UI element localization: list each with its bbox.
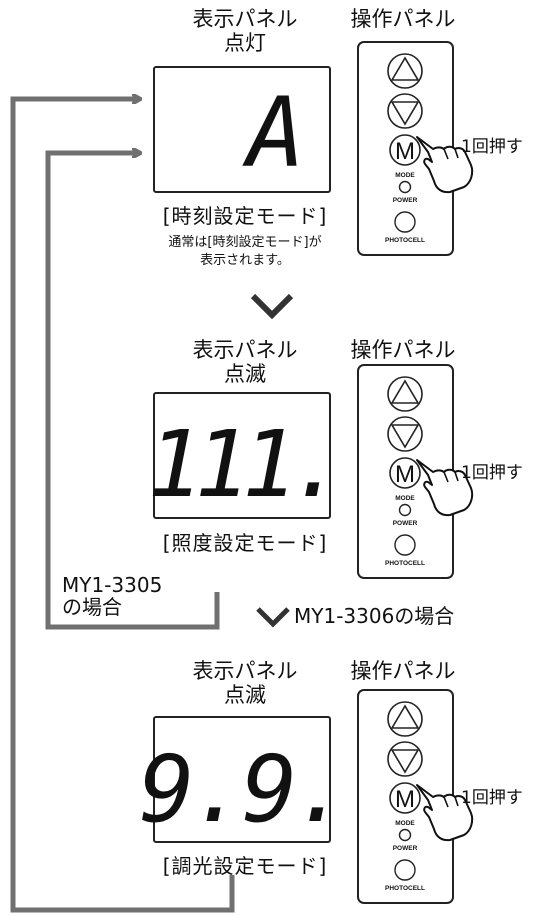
up-button: [387, 376, 423, 412]
branch-label-my1-3306: MY1-3306の場合: [294, 604, 455, 628]
down-button: [387, 93, 423, 129]
down-triangle-icon: [390, 424, 420, 449]
pointing-hand-icon: [416, 459, 474, 517]
photocell-caption: PHOTOCELL: [385, 237, 425, 244]
pointing-hand-icon: [416, 784, 474, 842]
mode-label: [調光設定モード]: [162, 854, 328, 878]
up-triangle-icon: [390, 704, 420, 729]
press-once-label: 1回押す: [461, 788, 523, 808]
segment-display: 111.: [147, 411, 345, 518]
photocell-sensor: [394, 859, 416, 881]
display-panel: 111.: [147, 392, 345, 519]
display-readout: 9.9.: [139, 736, 345, 843]
photocell-sensor: [394, 534, 416, 556]
display-readout: A: [242, 77, 305, 189]
segment-display: 9.9.: [139, 736, 349, 843]
display-panel-heading: 表示パネル: [192, 7, 298, 31]
mode-label: [時刻設定モード]: [162, 204, 328, 228]
mode-label: [照度設定モード]: [162, 531, 328, 555]
press-once-label: 1回押す: [461, 463, 523, 483]
down-chevron-icon: [256, 607, 290, 628]
power-caption: POWER: [393, 520, 418, 527]
display-state-label: 点灯: [224, 31, 266, 55]
mode-key-label: M: [395, 461, 415, 488]
power-indicator: [398, 503, 412, 517]
control-panel-heading: 操作パネル: [350, 338, 456, 362]
up-triangle-icon: [390, 379, 420, 404]
up-button: [387, 701, 423, 737]
mode-button: [389, 134, 421, 166]
display-readout: 111.: [147, 411, 337, 518]
down-chevron-icon: [250, 293, 294, 320]
mode-caption: MODE: [395, 172, 415, 179]
mode-button: [389, 782, 421, 814]
down-button: [387, 741, 423, 777]
display-panel-heading: 表示パネル: [192, 659, 298, 683]
mode-caption: MODE: [395, 820, 415, 827]
power-caption: POWER: [393, 845, 418, 852]
press-once-label: 1回押す: [461, 137, 523, 157]
control-panel-heading: 操作パネル: [350, 7, 456, 31]
power-indicator: [398, 180, 412, 194]
power-indicator: [398, 828, 412, 842]
up-button: [387, 53, 423, 89]
mode-button: [389, 457, 421, 489]
down-triangle-icon: [390, 101, 420, 126]
down-button: [387, 416, 423, 452]
photocell-caption: PHOTOCELL: [385, 560, 425, 567]
return-loop-inner: [45, 153, 220, 630]
display-panel: A: [153, 66, 331, 193]
display-panel: 9.9.: [139, 716, 349, 843]
return-loop-outer: [10, 99, 235, 913]
note-line: 表示されます。: [200, 253, 290, 268]
up-triangle-icon: [390, 56, 420, 81]
note-line: 通常は[時刻設定モード]が: [168, 235, 322, 250]
power-caption: POWER: [393, 197, 418, 204]
branch-label-suffix: の場合: [62, 595, 122, 619]
photocell-caption: PHOTOCELL: [385, 885, 425, 892]
display-panel-heading: 表示パネル: [192, 338, 298, 362]
mode-key-label: M: [395, 786, 415, 813]
branch-label-my1-3305: MY1-3305: [62, 573, 163, 597]
control-panel-heading: 操作パネル: [350, 659, 456, 683]
display-state-label: 点滅: [224, 362, 266, 386]
mode-caption: MODE: [395, 495, 415, 502]
mode-key-label: M: [395, 138, 415, 165]
segment-display: A: [242, 77, 305, 189]
display-state-label: 点滅: [224, 683, 266, 707]
photocell-sensor: [394, 211, 416, 233]
pointing-hand-icon: [416, 136, 474, 194]
down-triangle-icon: [390, 749, 420, 774]
